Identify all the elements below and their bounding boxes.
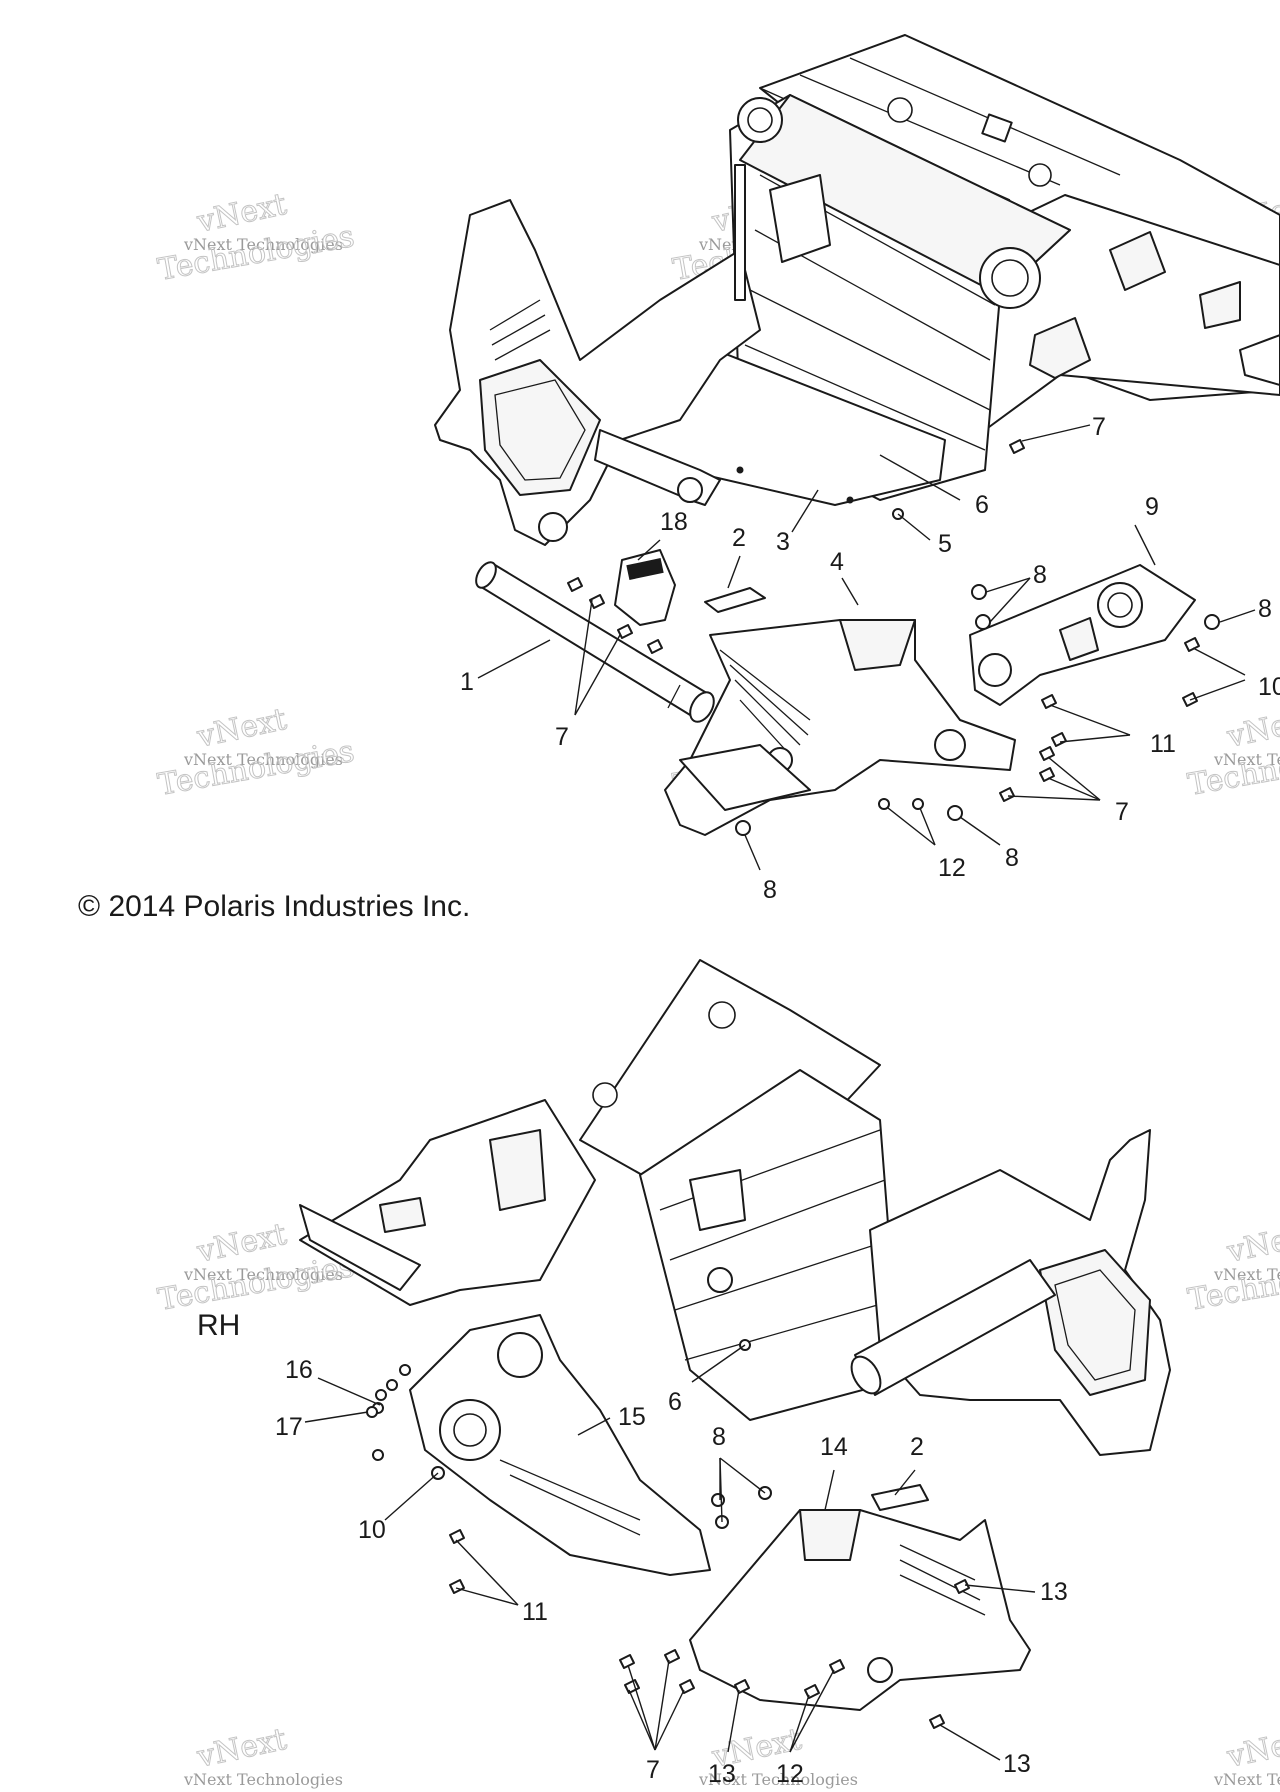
watermark: vNext vNext Technologies Technologies bbox=[155, 701, 358, 803]
part-2-plate-rh bbox=[871, 1484, 929, 1511]
copyright-notice: © 2014 Polaris Industries Inc. bbox=[78, 890, 470, 923]
watermark-text: vNext Technologies bbox=[183, 1770, 343, 1789]
callout-7: 7 bbox=[555, 723, 569, 751]
watermark-text-outline: Technologies bbox=[155, 734, 357, 803]
callout-8: 8 bbox=[1258, 595, 1272, 623]
callout-4: 4 bbox=[830, 548, 844, 576]
callouts-top: 7 6 5 3 9 8 2 18 4 1 7 8 10 11 7 8 12 8 bbox=[460, 413, 1280, 904]
callout-12: 12 bbox=[938, 854, 966, 882]
callout-8: 8 bbox=[763, 876, 777, 904]
watermark-text: vNext Technologies bbox=[1213, 750, 1280, 769]
callout-8: 8 bbox=[1033, 561, 1047, 589]
callout-10: 10 bbox=[358, 1516, 386, 1544]
callout-9: 9 bbox=[1145, 493, 1159, 521]
watermark-arc: vNext bbox=[1223, 702, 1280, 755]
part-15-chaincase bbox=[409, 1314, 711, 1576]
callout-13: 13 bbox=[1040, 1578, 1068, 1606]
callout-8: 8 bbox=[1005, 844, 1019, 872]
callout-6: 6 bbox=[668, 1388, 682, 1416]
view-label-rh: RH bbox=[197, 1309, 240, 1342]
steering-post bbox=[734, 164, 746, 301]
callout-2: 2 bbox=[732, 524, 746, 552]
callouts-bottom: 16 17 15 6 8 14 2 10 13 11 7 13 12 13 bbox=[275, 1356, 1068, 1788]
callout-17: 17 bbox=[275, 1413, 303, 1441]
watermark-text: vNext Technologies bbox=[1213, 1265, 1280, 1284]
watermark-text: vNext Technologies bbox=[1213, 1770, 1280, 1789]
watermark: vNext vNext Technologies Technologies bbox=[155, 186, 358, 288]
bracket-small bbox=[769, 174, 831, 263]
callout-5: 5 bbox=[938, 530, 952, 558]
callout-3: 3 bbox=[776, 528, 790, 556]
bracket-small-rh bbox=[689, 1169, 746, 1231]
part-18-bracket bbox=[614, 549, 676, 626]
watermark-arc: vNext bbox=[193, 1722, 289, 1775]
watermark: vNext vNext Technologies Technologies bbox=[1185, 1216, 1280, 1318]
watermark-text: vNext Technologies bbox=[183, 235, 343, 254]
leader-lines-top bbox=[477, 424, 1256, 871]
callout-7: 7 bbox=[1092, 413, 1106, 441]
footrest-tread-rh bbox=[299, 1204, 421, 1291]
leader-lines-bottom bbox=[304, 1344, 1036, 1761]
callout-16: 16 bbox=[285, 1356, 313, 1384]
watermark: vNext vNext Technologies bbox=[183, 1721, 343, 1789]
callout-2: 2 bbox=[910, 1433, 924, 1461]
part-2-plate bbox=[704, 587, 766, 613]
watermark-text: vNext Technologies bbox=[183, 1265, 343, 1284]
watermark-text: vNext Technologies bbox=[698, 1770, 858, 1789]
watermark-arc: vNext bbox=[1223, 1722, 1280, 1775]
watermark-text: vNext Technologies bbox=[183, 750, 343, 769]
callout-13: 13 bbox=[708, 1760, 736, 1788]
part-14-front-frame bbox=[689, 1509, 1031, 1711]
callout-13: 13 bbox=[1003, 1750, 1031, 1778]
fasteners-bottom bbox=[366, 1339, 970, 1729]
callout-7: 7 bbox=[1115, 798, 1129, 826]
watermark-text-outline: Technologies bbox=[155, 219, 357, 288]
watermark-arc: vNext bbox=[1223, 1217, 1280, 1270]
watermark-text-outline: Technologies bbox=[155, 1249, 357, 1318]
callout-18: 18 bbox=[660, 508, 688, 536]
watermark: vNext vNext Technologies Technologies bbox=[1185, 701, 1280, 803]
callout-1: 1 bbox=[460, 668, 474, 696]
callout-11: 11 bbox=[522, 1598, 548, 1626]
callout-10: 10 bbox=[1258, 673, 1280, 701]
callout-7: 7 bbox=[646, 1756, 660, 1784]
part-1-tube bbox=[475, 561, 715, 723]
callout-8: 8 bbox=[712, 1423, 726, 1451]
footrest-tread bbox=[1239, 334, 1280, 386]
callout-11: 11 bbox=[1150, 730, 1176, 758]
watermark: vNext vNext Technologies bbox=[1213, 1721, 1280, 1789]
callout-12: 12 bbox=[776, 1760, 804, 1788]
callout-6: 6 bbox=[975, 491, 989, 519]
callout-15: 15 bbox=[618, 1403, 646, 1431]
bottom-assembly-view: RH bbox=[197, 959, 1171, 1788]
callout-14: 14 bbox=[820, 1433, 848, 1461]
fasteners-top bbox=[567, 439, 1220, 836]
top-assembly-view: 7 6 5 3 9 8 2 18 4 1 7 8 10 11 7 8 12 8 bbox=[434, 34, 1280, 904]
